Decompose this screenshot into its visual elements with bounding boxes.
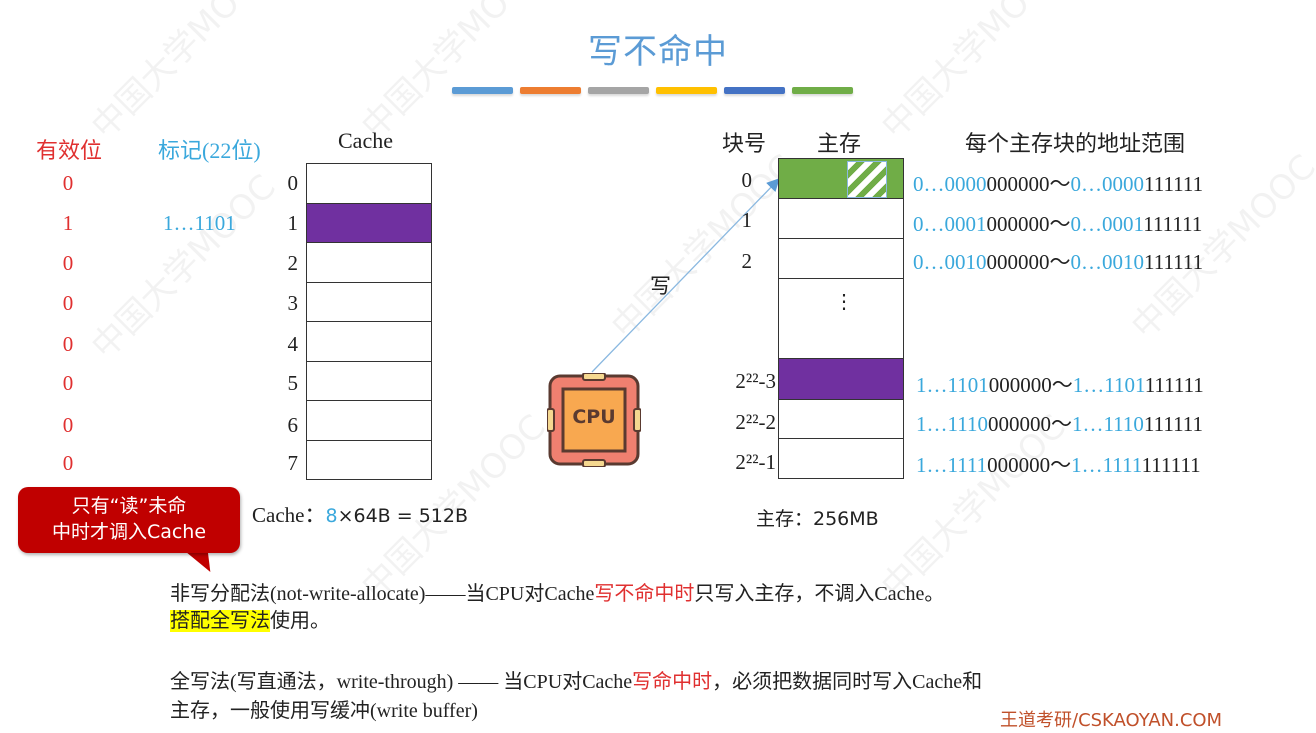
memory-block xyxy=(779,239,903,279)
watermark: 中国大学MOOC xyxy=(353,0,554,147)
written-data-hatch xyxy=(847,161,887,198)
tag-value: 1…1101 xyxy=(163,211,236,235)
cache-line-index: 5 xyxy=(287,371,299,395)
color-bar xyxy=(452,87,513,94)
color-bar-row xyxy=(452,87,853,94)
cache-line-index: 0 xyxy=(287,171,299,195)
cache-line-index: 6 xyxy=(287,413,299,437)
address-range: 0…0010000000～0…0010111111 xyxy=(913,250,1204,274)
address-range: 0…0001000000～0…0001111111 xyxy=(913,212,1203,236)
cache-line xyxy=(307,282,431,322)
cache-line xyxy=(307,401,431,441)
cache-size-lines: 8 xyxy=(325,505,338,527)
ellipsis-icon: ⋮ xyxy=(834,291,854,313)
valid-bit: 0 xyxy=(62,251,74,275)
watermark: 中国大学MOOC xyxy=(83,0,284,147)
address-range: 1…1110000000～1…1110111111 xyxy=(916,412,1204,436)
cache-size: Cache：8×64B = 512B xyxy=(252,499,468,529)
color-bar xyxy=(520,87,581,94)
write-through-description: 全写法(写直通法，write-through) —— 当CPU对Cache写命中… xyxy=(170,671,983,693)
color-bar xyxy=(724,87,785,94)
watermark: 中国大学MOOC xyxy=(83,167,284,367)
valid-bit: 0 xyxy=(62,413,74,437)
cache-line-index: 2 xyxy=(287,251,299,275)
cache-line-index: 1 xyxy=(287,211,299,235)
block-number-header: 块号 xyxy=(722,131,767,156)
cache-size-rest: ×64B = 512B xyxy=(337,505,469,527)
block-number: 0 xyxy=(741,168,753,192)
callout-line: 中时才调入Cache xyxy=(51,521,207,543)
memory-block xyxy=(779,199,903,239)
color-bar xyxy=(656,87,717,94)
cache-size-label: Cache： xyxy=(252,503,326,527)
valid-bit: 0 xyxy=(62,291,74,315)
slide-title: 写不命中 xyxy=(588,32,728,72)
highlighted-text: 搭配全写法 xyxy=(170,610,270,632)
cache-header: Cache xyxy=(338,128,393,153)
memory-header: 主存 xyxy=(817,131,862,156)
cpu-icon: CPU xyxy=(546,372,642,468)
cache-line-index: 4 xyxy=(287,332,299,356)
valid-bit-header: 有效位 xyxy=(36,138,103,163)
address-range: 0…0000000000～0…0000111111 xyxy=(913,172,1204,196)
cpu-label: CPU xyxy=(572,406,616,428)
cache-line xyxy=(307,164,431,204)
not-write-allocate-note: 搭配全写法使用。 xyxy=(170,610,330,632)
memory-block xyxy=(779,439,903,478)
cache-line-index: 3 xyxy=(287,291,299,315)
valid-bit: 0 xyxy=(62,371,74,395)
block-number: 2²²-3 xyxy=(735,369,776,393)
callout-line: 只有“读”未命 xyxy=(71,495,187,517)
cache-line xyxy=(307,322,431,362)
memory-block xyxy=(779,400,903,439)
block-number: 1 xyxy=(741,208,753,232)
memory-size: 主存：256MB xyxy=(756,508,879,530)
cache-line-filled xyxy=(307,203,431,243)
color-bar xyxy=(588,87,649,94)
cache-line xyxy=(307,440,431,479)
valid-bit: 0 xyxy=(62,451,74,475)
not-write-allocate-description: 非写分配法(not-write-allocate)——当CPU对Cache写不命… xyxy=(170,583,945,605)
callout-tail xyxy=(183,550,221,572)
write-arrow xyxy=(591,178,780,373)
tag-header: 标记(22位) xyxy=(158,138,261,163)
cache-line-index: 7 xyxy=(287,451,299,475)
address-range: 1…1111000000～1…1111111111 xyxy=(916,453,1201,477)
memory-block-filled xyxy=(779,359,903,400)
address-range-header: 每个主存块的地址范围 xyxy=(965,131,1186,156)
block-number: 2²²-2 xyxy=(735,410,776,434)
address-range: 1…1101000000～1…1101111111 xyxy=(916,373,1204,397)
memory-block-written xyxy=(779,159,903,199)
write-through-note: 主存，一般使用写缓冲(write buffer) xyxy=(170,700,478,722)
main-memory-table: ⋮ xyxy=(778,158,904,479)
cache-table xyxy=(306,163,432,480)
memory-block-ellipsis: ⋮ xyxy=(779,279,903,359)
cache-line xyxy=(307,243,431,283)
write-label: 写 xyxy=(650,274,671,298)
block-number: 2²²-1 xyxy=(735,450,776,474)
valid-bit: 1 xyxy=(62,211,74,235)
block-number: 2 xyxy=(741,249,753,273)
callout-bubble: 只有“读”未命 中时才调入Cache xyxy=(18,487,240,553)
color-bar xyxy=(792,87,853,94)
footer-brand: 王道考研/CSKAOYAN.COM xyxy=(1000,710,1223,731)
valid-bit: 0 xyxy=(62,171,74,195)
cache-line xyxy=(307,361,431,401)
valid-bit: 0 xyxy=(62,332,74,356)
